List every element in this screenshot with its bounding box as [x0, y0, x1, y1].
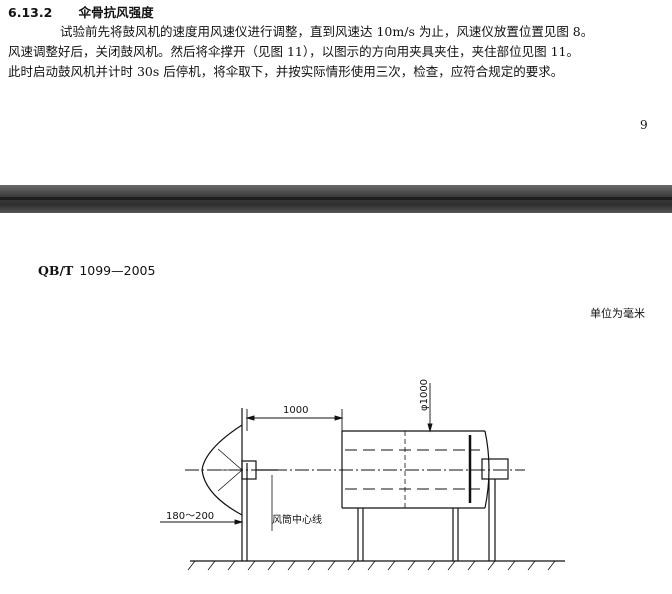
clamp-distance-dimension	[160, 519, 244, 525]
clamp-distance-label: 180～200	[166, 511, 214, 522]
upper-page: 6.13.2 伞骨抗风强度 试验前先将鼓风机的速度用风速仪进行调整，直到风速达 …	[0, 0, 672, 185]
center-line-label: 风筒中心线	[272, 513, 322, 526]
paragraph-line: 试验前先将鼓风机的速度用风速仪进行调整，直到风速达 10m/s 为止，风速仪放置…	[60, 24, 594, 39]
page-number: 9	[640, 118, 648, 132]
blower-motor	[481, 458, 509, 480]
unit-note: 单位为毫米	[590, 307, 645, 320]
section-title: 伞骨抗风强度	[78, 5, 154, 20]
diameter-dimension-label: φ1000	[419, 379, 430, 411]
standard-prefix: QB/T	[38, 263, 74, 278]
diameter-dimension	[427, 383, 433, 433]
paragraph-line: 此时启动鼓风机并计时 30s 后停机，将伞取下，并按实际情形使用三次，检查，应符…	[8, 64, 564, 79]
length-dimension	[245, 409, 344, 431]
section-heading: 6.13.2 伞骨抗风强度	[8, 2, 154, 21]
test-apparatus-drawing: 1000 φ1000 180～200 风筒中心线	[160, 379, 565, 571]
ground-line	[187, 560, 565, 571]
paragraph-line: 风速调整好后，关闭鼓风机。然后将伞撑开（见图 11），以图示的方向用夹具夹住，夹…	[8, 44, 580, 59]
section-number: 6.13.2	[8, 5, 53, 20]
body-paragraph: 试验前先将鼓风机的速度用风速仪进行调整，直到风速达 10m/s 为止，风速仪放置…	[8, 22, 660, 82]
lower-page: QB/T 1099—2005 单位为毫米	[0, 213, 672, 594]
standard-code: QB/T 1099—2005	[38, 263, 155, 278]
page-gutter-divider	[0, 185, 672, 213]
standard-number: 1099—2005	[79, 263, 156, 278]
wind-tunnel-cylinder	[341, 430, 490, 509]
cylinder-supports	[357, 479, 496, 561]
length-dimension-label: 1000	[283, 405, 308, 416]
